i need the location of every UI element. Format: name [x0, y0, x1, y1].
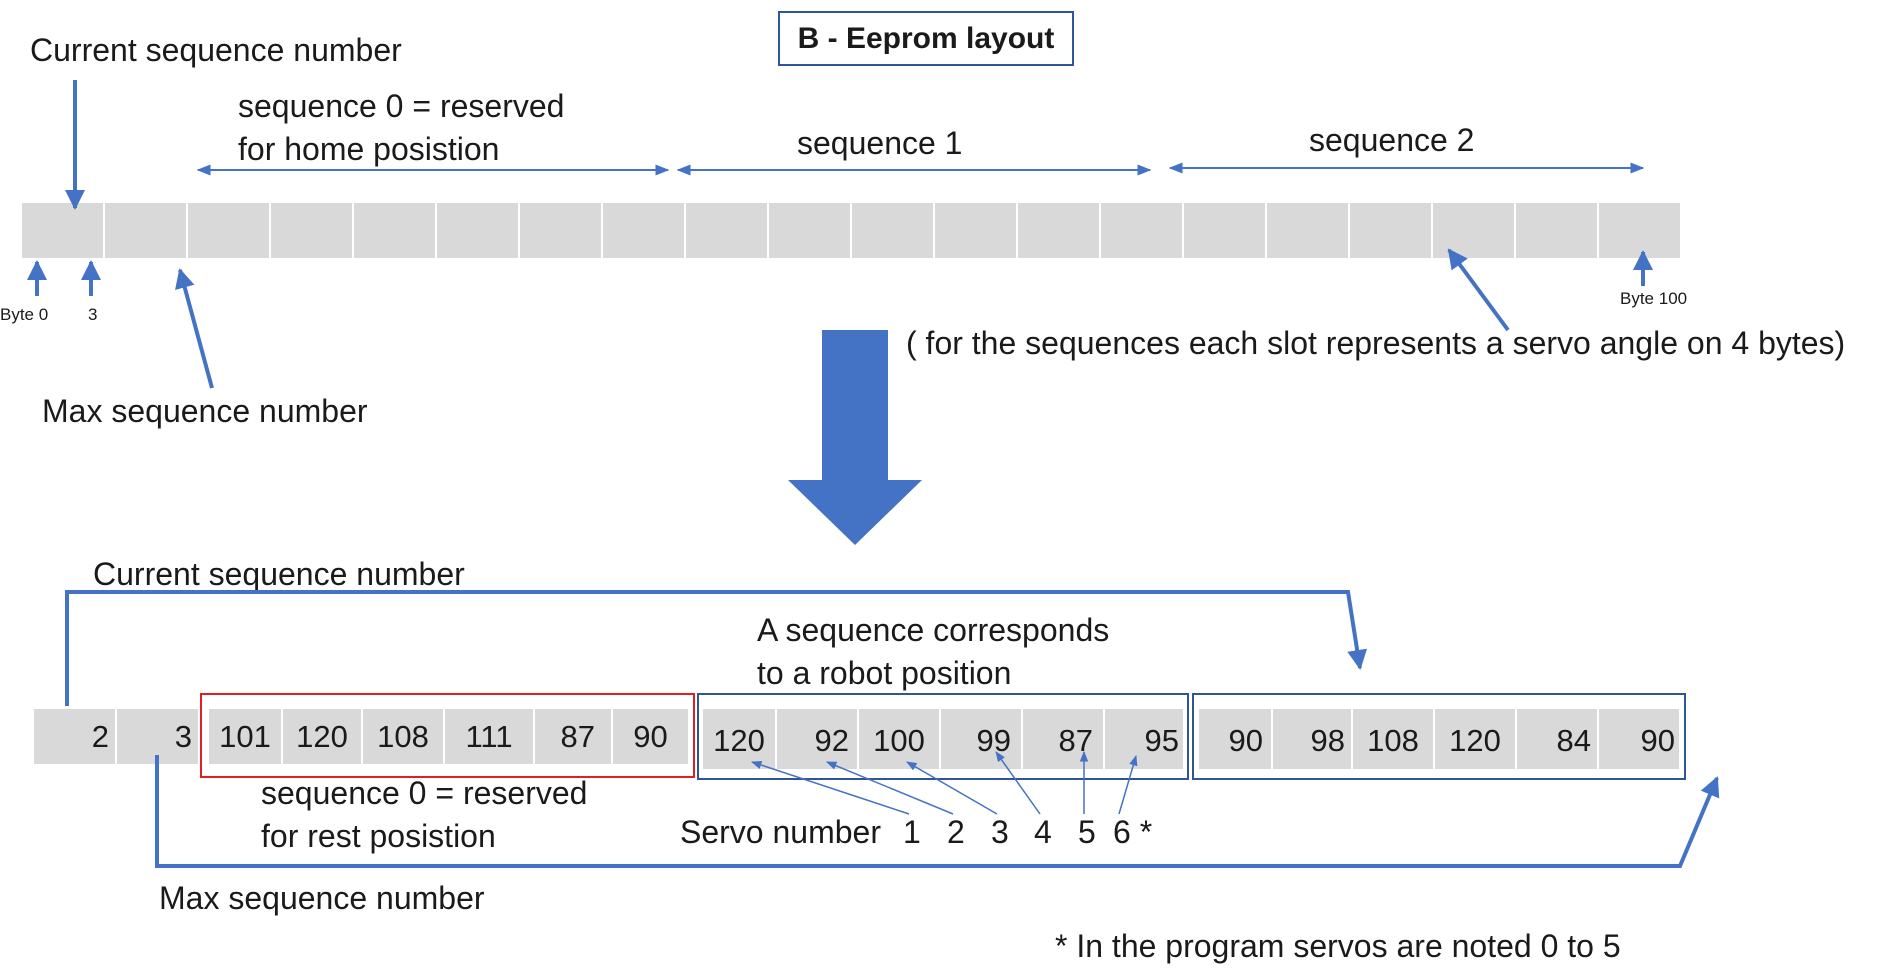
- bottom-max-sequence-label: Max sequence number: [159, 880, 485, 916]
- seq2-cell: 90: [1199, 709, 1271, 769]
- seq2-cell: 90: [1599, 709, 1679, 769]
- max-sequence-value-cell: 3: [117, 709, 198, 764]
- servo-number-3: 3: [991, 814, 1009, 850]
- sequence-0-box: [200, 693, 695, 778]
- seq0-cell: 108: [363, 709, 443, 764]
- seq1-cell: 87: [1023, 709, 1103, 769]
- seq0-cell: 90: [613, 709, 688, 764]
- seq2-cell: 120: [1435, 709, 1515, 769]
- servo-number-2: 2: [947, 814, 965, 850]
- servo-number-1: 1: [903, 814, 921, 850]
- top-eeprom-slot: [935, 203, 1016, 258]
- byte0-label: Byte 0: [0, 305, 49, 324]
- servo-4-pointer: [995, 751, 1041, 815]
- top-eeprom-slot: [437, 203, 518, 258]
- servo-number-label: Servo number: [680, 814, 881, 850]
- seq1-cell: 95: [1105, 709, 1183, 769]
- seq1-cell: 99: [941, 709, 1021, 769]
- top-eeprom-slot: [271, 203, 352, 258]
- top-eeprom-slot: [105, 203, 186, 258]
- servo-3-pointer: [906, 761, 998, 815]
- top-eeprom-slot: [852, 203, 933, 258]
- top-eeprom-slot: [1101, 203, 1182, 258]
- sequence-1-box: [697, 693, 1189, 780]
- seq2-cell: 98: [1273, 709, 1351, 769]
- diagram-title: B - Eeprom layout: [778, 11, 1074, 66]
- footnote: * In the program servos are noted 0 to 5: [1055, 928, 1621, 964]
- top-eeprom-slot: [1516, 203, 1597, 258]
- byte3-label: 3: [88, 305, 98, 324]
- seq0-cell: 120: [283, 709, 361, 764]
- top-eeprom-slot: [1599, 203, 1680, 258]
- byte100-label: Byte 100: [1620, 289, 1688, 308]
- top-seq0-label-line1: sequence 0 = reserved: [238, 88, 565, 124]
- top-eeprom-slot: [354, 203, 435, 258]
- servo-number-4: 4: [1034, 814, 1052, 850]
- seq0-cell: 87: [535, 709, 611, 764]
- seq1-cell: 120: [703, 709, 775, 769]
- top-max-sequence-label: Max sequence number: [42, 393, 368, 429]
- bottom-seq0-label-line1: sequence 0 = reserved: [261, 775, 588, 811]
- bottom-current-sequence-label: Current sequence number: [93, 556, 465, 592]
- top-current-sequence-label: Current sequence number: [30, 32, 402, 68]
- seq0-cell: 101: [209, 709, 281, 764]
- servo-number-6: 6 *: [1113, 814, 1153, 850]
- top-eeprom-slot: [1267, 203, 1348, 258]
- top-eeprom-slot: [686, 203, 767, 258]
- bottom-max-sequence-connector: [155, 755, 1720, 868]
- top-eeprom-slot: [1184, 203, 1265, 258]
- top-max-sequence-arrow: [175, 268, 214, 389]
- top-seq1-label: sequence 1: [797, 125, 963, 161]
- current-sequence-value-cell: 2: [34, 709, 115, 764]
- top-eeprom-slot: [188, 203, 269, 258]
- top-seq0-label-line2: for home posistion: [238, 131, 500, 167]
- big-down-arrow: [788, 330, 922, 545]
- servo-number-5: 5: [1078, 814, 1096, 850]
- robot-note-line2: to a robot position: [757, 655, 1012, 691]
- servo-1-pointer: [751, 760, 910, 815]
- top-eeprom-slot: [603, 203, 684, 258]
- bottom-seq0-label-line2: for rest posistion: [261, 818, 496, 854]
- robot-note-line1: A sequence corresponds: [757, 612, 1110, 648]
- top-eeprom-slot: [1433, 203, 1514, 258]
- top-seq2-label: sequence 2: [1309, 122, 1475, 158]
- slot-note: ( for the sequences each slot represents…: [906, 325, 1846, 361]
- top-eeprom-slot: [1350, 203, 1431, 258]
- seq2-cell: 108: [1353, 709, 1433, 769]
- top-eeprom-slot: [520, 203, 601, 258]
- servo-6-pointer: [1118, 754, 1138, 815]
- top-eeprom-slot: [22, 203, 103, 258]
- bottom-current-sequence-connector: [65, 590, 1368, 706]
- seq2-cell: 84: [1517, 709, 1597, 769]
- slot-note-arrow: [1447, 248, 1510, 332]
- seq0-cell: 111: [445, 709, 533, 764]
- sequence-2-box: [1192, 693, 1686, 780]
- seq1-cell: 100: [859, 709, 939, 769]
- seq1-cell: 92: [777, 709, 857, 769]
- top-eeprom-slot: [1018, 203, 1099, 258]
- servo-2-pointer: [826, 761, 954, 815]
- top-eeprom-slot: [769, 203, 850, 258]
